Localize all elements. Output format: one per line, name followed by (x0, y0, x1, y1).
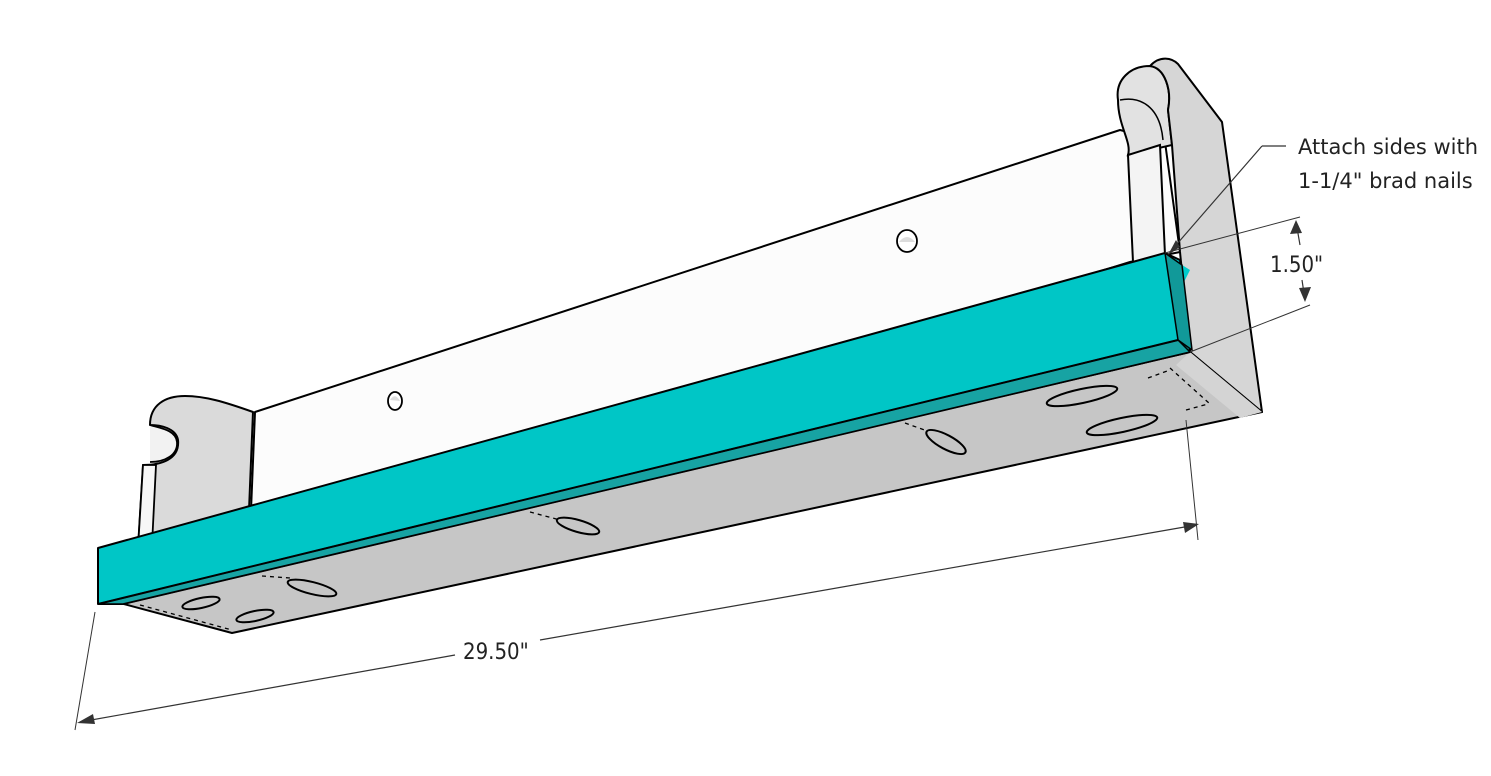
dimension-extension (1164, 216, 1301, 254)
pocket-hole-icon (286, 578, 338, 598)
rail-height-label: 1.50" (1270, 253, 1323, 278)
pocket-hole-icon (1085, 413, 1159, 437)
dimension-line (539, 524, 1197, 641)
length-label: 29.50" (463, 640, 529, 665)
dimension-extension (1189, 304, 1311, 353)
dimension-extension (74, 611, 96, 731)
pocket-hole-icon (181, 595, 221, 611)
callout-leader (1169, 145, 1263, 253)
dimension-extension (1185, 419, 1199, 541)
pocket-hole-icon (555, 516, 601, 536)
callout-line2: 1-1/4" brad nails (1298, 169, 1473, 193)
arrowhead-icon (1183, 522, 1199, 533)
arrowhead-icon (77, 714, 95, 724)
screw-hole-icon (387, 391, 403, 411)
rail-end-face (1163, 251, 1193, 352)
arrowhead-icon (1299, 287, 1311, 302)
pocket-hole-icon (925, 428, 967, 456)
dimension-line (79, 654, 456, 723)
arrowhead-icon (1290, 220, 1302, 234)
pocket-hole-icon (235, 608, 275, 624)
pocket-hole-icon (1045, 384, 1119, 408)
callout-line1: Attach sides with (1298, 135, 1478, 159)
